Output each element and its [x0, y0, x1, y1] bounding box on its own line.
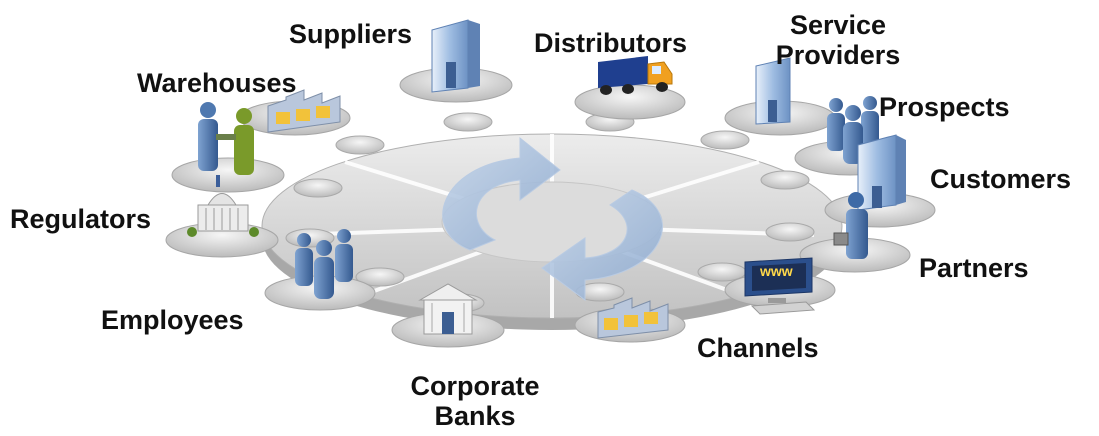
channels-warehouse-icon — [597, 297, 669, 339]
distributors-label: Distributors — [534, 28, 688, 58]
partners-label: Partners — [919, 253, 1029, 283]
suppliers-label: Suppliers — [289, 19, 413, 49]
businessman-icon — [833, 192, 868, 259]
warehouses-label: Warehouses — [137, 68, 297, 98]
warehouses-warehouse-icon — [267, 89, 341, 133]
corporate-banks-label-line2: Banks — [434, 401, 516, 431]
channels-label: Channels — [697, 333, 819, 363]
central-wheel — [261, 133, 843, 330]
prospects-people-group-icon — [827, 96, 879, 164]
customers-label: Customers — [930, 164, 1072, 194]
customers-building-icon — [857, 134, 906, 211]
employees-label: Employees — [101, 305, 244, 335]
corporate-banks-label-line1: Corporate — [410, 371, 540, 401]
service-providers-label: Service Providers — [763, 10, 913, 70]
www-text: www — [760, 263, 793, 279]
distributors-truck-icon — [598, 56, 673, 95]
partners-handshake-icon — [198, 102, 254, 175]
suppliers-building-icon — [431, 19, 480, 93]
prospects-label: Prospects — [879, 92, 1010, 122]
cycle-arrows-icon — [442, 136, 663, 301]
regulators-label: Regulators — [10, 204, 152, 234]
service-providers-label-line2: Providers — [775, 40, 901, 70]
website-computer-icon — [744, 257, 816, 315]
connector-pads — [285, 112, 815, 313]
regulators-capitol-building-icon — [187, 175, 259, 237]
corporate-banks-label: Corporate Banks — [395, 371, 555, 431]
service-providers-label-line1: Service — [789, 10, 887, 40]
service-providers-building-icon — [755, 57, 791, 125]
corporate-banks-bank-icon — [418, 283, 478, 335]
employees-people-group-icon — [295, 229, 353, 299]
